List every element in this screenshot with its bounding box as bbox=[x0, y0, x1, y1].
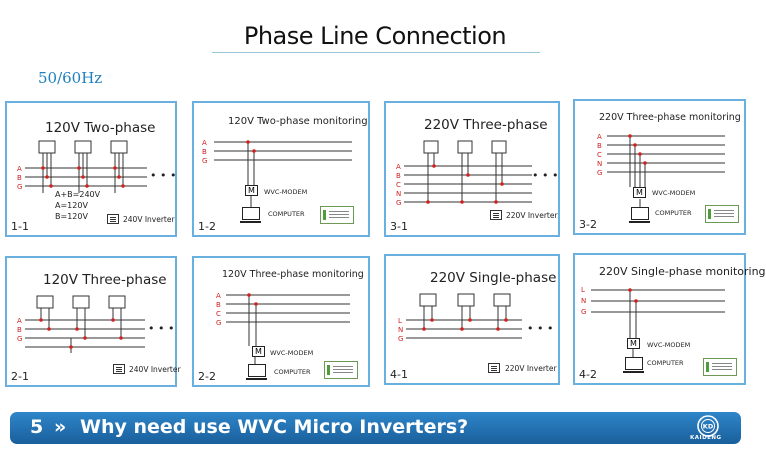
wiring-diagram bbox=[226, 293, 350, 364]
double-chevron-icon: » bbox=[54, 416, 67, 438]
title-underline bbox=[212, 52, 540, 53]
panel-title: 120V Three-phase bbox=[43, 272, 167, 288]
computer-label: COMPUTER bbox=[655, 209, 692, 217]
wiring-diagram bbox=[25, 295, 145, 353]
panel-id: 4-2 bbox=[579, 368, 597, 381]
voltage-note: A+B=240V A=120V B=120V bbox=[55, 190, 101, 221]
ellipsis: • • • bbox=[148, 322, 175, 335]
modem-label: WVC-MODEM bbox=[264, 188, 308, 196]
inverter-legend-label: 220V Inverter bbox=[505, 364, 557, 373]
wiring-diagram bbox=[25, 140, 147, 193]
computer-label: COMPUTER bbox=[274, 368, 311, 376]
inverter-legend-label: 220V Inverter bbox=[506, 211, 558, 220]
panel-title: 220V Three-phase monitoring bbox=[599, 112, 741, 123]
modem-label: WVC-MODEM bbox=[270, 349, 314, 357]
inverter-legend-label: 240V Inverter bbox=[129, 365, 181, 374]
inverter-legend-icon bbox=[488, 363, 500, 373]
panel-id: 2-2 bbox=[198, 370, 216, 383]
svg-text:KD: KD bbox=[703, 423, 714, 431]
wiring-diagram bbox=[214, 140, 352, 207]
modem-label: WVC-MODEM bbox=[652, 189, 696, 197]
computer-label: COMPUTER bbox=[647, 359, 684, 367]
panel-title: 220V Single-phase monitoring bbox=[599, 265, 766, 278]
panel-id: 4-1 bbox=[390, 368, 408, 381]
inverter-legend-icon bbox=[490, 210, 502, 220]
computer-icon bbox=[246, 364, 267, 380]
modem-icon: M bbox=[245, 185, 258, 196]
inverter-legend-icon bbox=[107, 214, 119, 224]
panel-id: 3-1 bbox=[390, 220, 408, 233]
wiring-diagram bbox=[591, 288, 725, 357]
panel-title: 120V Two-phase bbox=[45, 120, 156, 136]
panel-id: 3-2 bbox=[579, 218, 597, 231]
panel-title: 220V Single-phase bbox=[430, 270, 557, 286]
computer-icon bbox=[623, 357, 644, 373]
modem-icon: M bbox=[627, 338, 640, 349]
section-banner: 5 » Why need use WVC Micro Inverters? KD… bbox=[10, 412, 741, 444]
panel-id: 2-1 bbox=[11, 370, 29, 383]
certificate-badge bbox=[324, 361, 358, 379]
page-title: Phase Line Connection bbox=[243, 22, 507, 50]
certificate-badge bbox=[320, 206, 354, 224]
inverter-legend-label: 240V Inverter bbox=[123, 215, 175, 224]
ellipsis: • • • bbox=[532, 169, 559, 182]
wiring-diagram bbox=[406, 293, 522, 339]
section-heading: Why need use WVC Micro Inverters? bbox=[80, 416, 469, 438]
frequency-label: 50/60Hz bbox=[38, 69, 103, 87]
panel-id: 1-1 bbox=[11, 220, 29, 233]
computer-icon bbox=[629, 207, 650, 223]
modem-icon: M bbox=[252, 346, 265, 357]
panel-title: 220V Three-phase bbox=[424, 117, 548, 133]
logo-wordmark: KAIDENG bbox=[690, 435, 722, 441]
computer-icon bbox=[240, 207, 261, 223]
ellipsis: • • • bbox=[150, 169, 177, 182]
panel-title: 120V Three-phase monitoring bbox=[222, 269, 364, 280]
certificate-badge bbox=[703, 358, 737, 376]
inverter-legend-icon bbox=[113, 364, 125, 374]
wiring-diagram bbox=[404, 140, 532, 204]
modem-icon: M bbox=[633, 187, 646, 198]
panel-title: 120V Two-phase monitoring bbox=[228, 116, 368, 127]
ellipsis: • • • bbox=[527, 322, 554, 335]
modem-label: WVC-MODEM bbox=[647, 341, 691, 349]
section-number: 5 bbox=[30, 416, 44, 438]
computer-label: COMPUTER bbox=[268, 210, 305, 218]
panel-id: 1-2 bbox=[198, 220, 216, 233]
wiring-diagram bbox=[607, 134, 725, 207]
kaideng-logo-icon: KD bbox=[697, 415, 719, 437]
certificate-badge bbox=[705, 205, 739, 223]
